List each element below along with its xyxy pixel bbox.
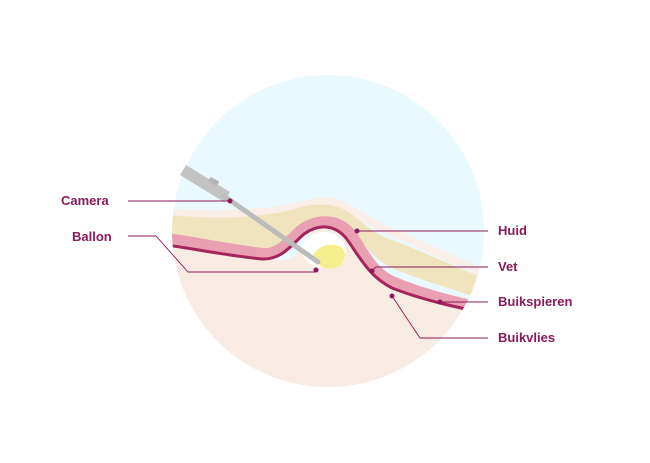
peritoneum-layer bbox=[172, 225, 484, 318]
ballon-leader bbox=[128, 235, 316, 273]
label-buikspieren: Buikspieren bbox=[498, 294, 573, 309]
fat-layer bbox=[172, 204, 484, 304]
buikvlies-leader bbox=[391, 295, 488, 339]
skin-layer bbox=[172, 197, 484, 284]
huid-dot bbox=[354, 228, 360, 234]
cross-section-circle bbox=[172, 75, 484, 387]
buikvlies-dot bbox=[389, 293, 395, 299]
vet-dot bbox=[369, 268, 375, 274]
ballon-dot bbox=[313, 267, 319, 273]
camera-knob bbox=[208, 176, 220, 187]
camera-handle bbox=[180, 165, 230, 202]
camera-dot bbox=[227, 198, 233, 204]
label-vet: Vet bbox=[498, 259, 518, 274]
abdominal-cavity bbox=[172, 220, 484, 387]
label-buikvlies: Buikvlies bbox=[498, 330, 556, 345]
label-huid: Huid bbox=[498, 223, 527, 238]
label-ballon: Ballon bbox=[72, 229, 112, 244]
camera-shaft bbox=[221, 193, 321, 265]
buikspieren-dot bbox=[437, 299, 443, 305]
label-camera: Camera bbox=[61, 193, 109, 208]
camera-instrument bbox=[180, 165, 321, 265]
muscle-layer bbox=[172, 216, 484, 318]
balloon bbox=[313, 244, 345, 269]
leader-dots bbox=[227, 198, 443, 305]
leader-lines bbox=[128, 200, 488, 339]
